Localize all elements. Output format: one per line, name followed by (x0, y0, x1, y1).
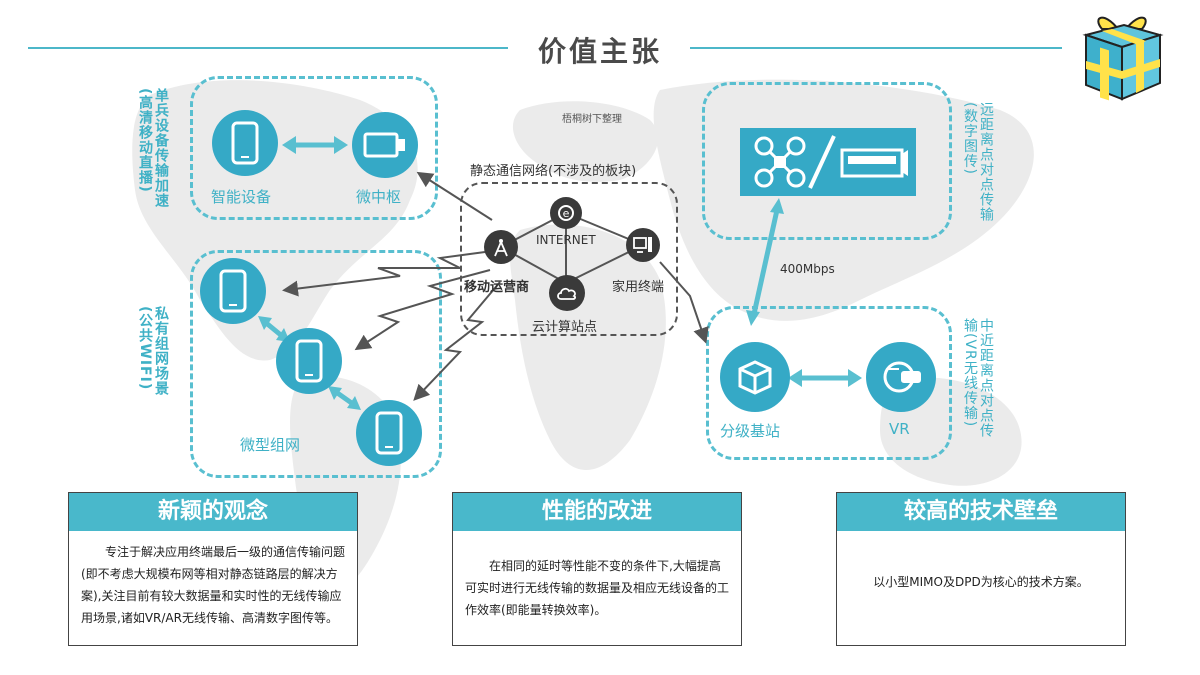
internet-node: e (550, 197, 582, 229)
card-performance: 性能的改进 在相同的延时等性能不变的条件下,大幅提高可实时进行无线传输的数据量及… (452, 492, 742, 646)
mesh-label: 微型组网 (240, 436, 301, 454)
smartphone-icon (375, 411, 403, 455)
left-vertical-label: 私有组网场景(公共WIFI) (137, 306, 169, 396)
group-box-center (460, 182, 678, 336)
gift-box-icon (1082, 16, 1164, 101)
card-tech-barrier: 较高的技术壁垒 以小型MIMO及DPD为核心的技术方案。 (836, 492, 1126, 646)
title-line-left (28, 47, 508, 49)
cloud-station-node (549, 275, 585, 311)
cloud-icon (557, 287, 576, 300)
group-box-left (190, 250, 442, 478)
vr-label: VR (889, 420, 910, 438)
cell-tower-icon (494, 239, 508, 257)
group-box-right-bottom (706, 306, 952, 460)
cloud-station-label: 云计算站点 (532, 320, 598, 335)
right-top-vertical-label: 远距离点对点传输(数字图传) (962, 102, 994, 222)
card-body: 在相同的延时等性能不变的条件下,大幅提高可实时进行无线传输的数据量及相应无线设备… (465, 559, 730, 617)
static-network-title: 静态通信网络(不涉及的板块) (470, 164, 637, 179)
mobile-operator-node (484, 230, 518, 264)
base-station-node (720, 342, 790, 412)
smart-device-node (212, 110, 278, 176)
card-body: 专注于解决应用终端最后一级的通信传输问题(即不考虑大规模布网等相对静态链路层的解… (81, 545, 346, 625)
mobile-operator-label: 移动运营商 (464, 280, 530, 295)
cube-icon (738, 360, 772, 395)
camera-icon (840, 148, 908, 178)
internet-explorer-icon: e (558, 205, 574, 221)
vr-node (866, 342, 936, 412)
top-left-vertical-label: 单兵设备传输加速(高清移动直播) (137, 88, 169, 208)
card-body: 以小型MIMO及DPD为核心的技术方案。 (873, 575, 1089, 589)
slash-separator-icon (808, 135, 836, 189)
home-terminal-label: 家用终端 (612, 280, 665, 295)
right-bottom-vertical-label: 中近距离点对点传输(VR无线传输) (962, 318, 994, 438)
card-title: 新颖的观念 (69, 493, 357, 531)
home-terminal-node (626, 228, 660, 262)
group-box-top-left (190, 76, 438, 220)
smartphone-icon (219, 269, 247, 313)
bandwidth-label: 400Mbps (780, 262, 835, 276)
drone-icon (754, 136, 806, 188)
mesh-node-1 (200, 258, 266, 324)
internet-label: INTERNET (536, 233, 596, 247)
group-box-right-top (702, 82, 952, 240)
mesh-node-2 (276, 328, 342, 394)
mesh-node-3 (356, 400, 422, 466)
smartphone-icon (231, 121, 259, 165)
usb-dongle-icon (363, 132, 405, 158)
desktop-computer-icon (633, 237, 652, 253)
smartphone-icon (295, 339, 323, 383)
source-note: 梧桐树下整理 (562, 114, 622, 125)
vr-headset-icon (883, 361, 921, 393)
page-title: 价值主张 (537, 35, 662, 68)
svg-text:e: e (563, 207, 570, 220)
micro-hub-label: 微中枢 (356, 188, 402, 206)
card-novel-concept: 新颖的观念 专注于解决应用终端最后一级的通信传输问题(即不考虑大规模布网等相对静… (68, 492, 358, 646)
card-title: 性能的改进 (453, 493, 741, 531)
micro-hub-node (352, 112, 418, 178)
title-line-right (690, 47, 1062, 49)
card-title: 较高的技术壁垒 (837, 493, 1125, 531)
smart-device-label: 智能设备 (211, 188, 272, 206)
base-station-label: 分级基站 (720, 422, 781, 440)
